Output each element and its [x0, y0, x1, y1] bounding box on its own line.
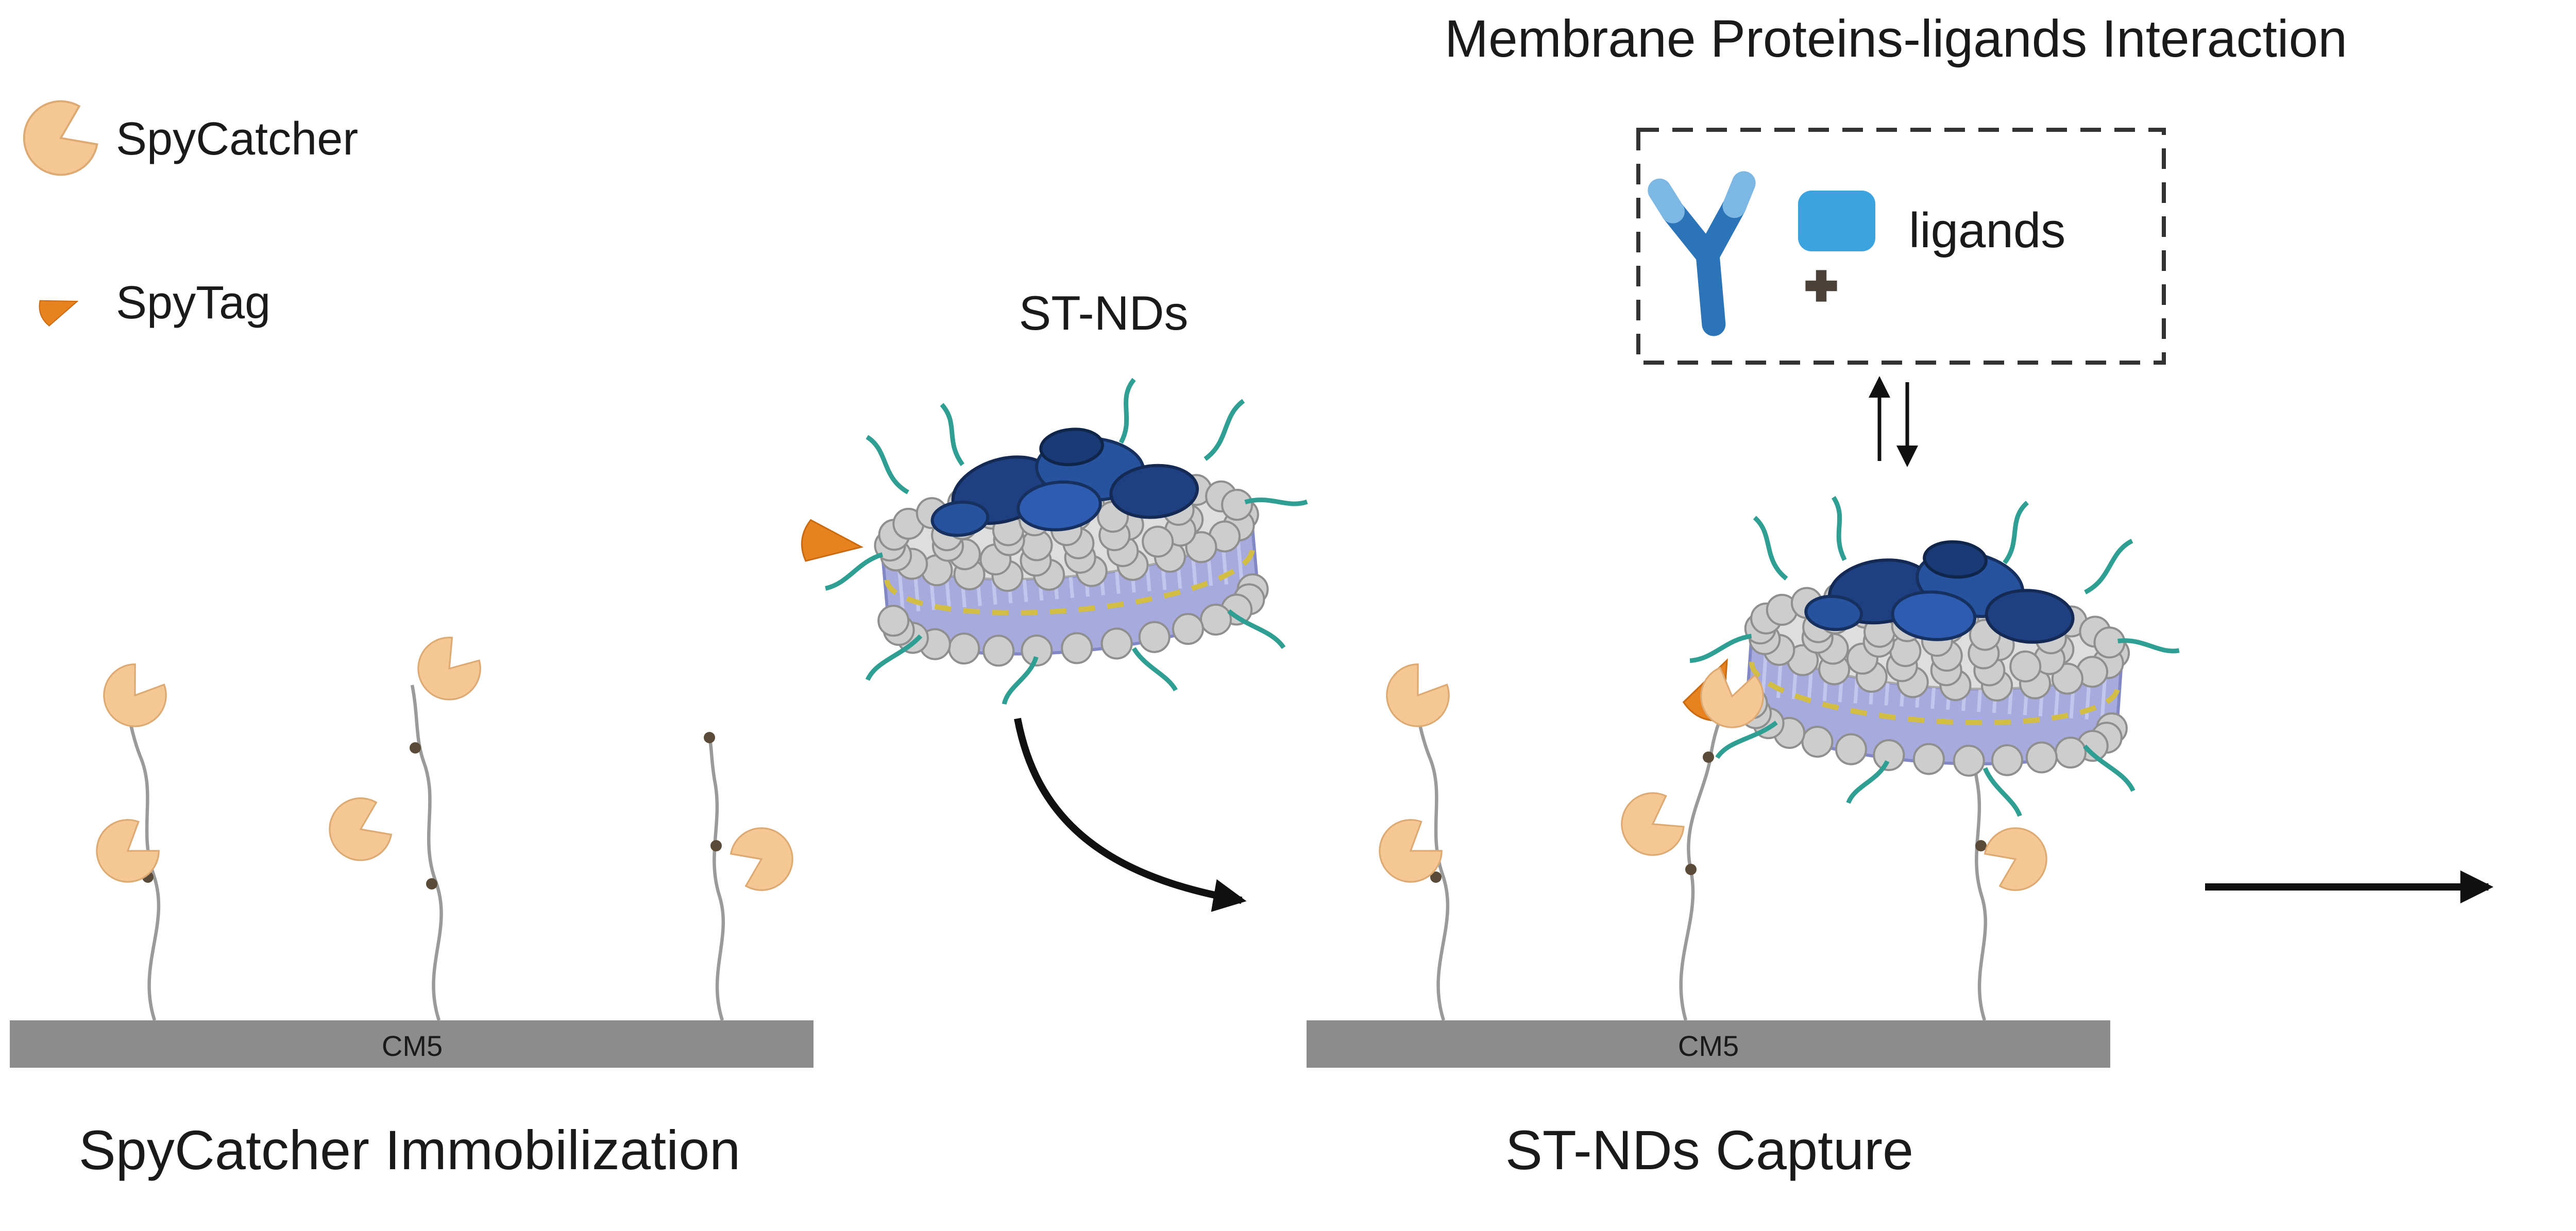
spycatcher-molecule [404, 628, 490, 713]
ligand-box: ligands [1636, 128, 2166, 365]
figure-title: Membrane Proteins-ligands Interaction [1445, 9, 2347, 68]
ligands-label: ligands [1909, 203, 2065, 258]
spycatcher-molecule [724, 817, 804, 899]
nanodisc-1 [825, 378, 1308, 705]
nanodisc-2 [1689, 495, 2180, 817]
cm5-label-middle: CM5 [1678, 1030, 1739, 1062]
equilibrium-arrows-icon [1869, 376, 1918, 467]
middle-caption: ST-NDs Capture [1505, 1119, 1913, 1181]
ligand-square-icon [1798, 191, 1875, 251]
ligand-cross-icon [1805, 270, 1837, 302]
spytag-on-nanodisc-1 [799, 518, 865, 569]
spycatcher-molecule [1609, 783, 1691, 867]
spycatcher-molecule [91, 656, 176, 740]
middle-panel: CM5 ST-NDs Capture [1307, 495, 2180, 1181]
left-panel: CM5 SpyCatcher Immobilization [10, 628, 814, 1181]
cm5-chip-left [10, 1020, 814, 1068]
legend: SpyCatcher SpyTag [11, 91, 358, 329]
antibody-icon [1648, 171, 1756, 336]
spycatcher-molecule [318, 789, 398, 871]
capture-arrow [1014, 717, 1247, 912]
spytag-legend-label: SpyTag [116, 277, 270, 329]
left-caption: SpyCatcher Immobilization [79, 1119, 741, 1181]
spycatcher-legend-label: SpyCatcher [116, 113, 358, 165]
linker-dots-left [121, 701, 722, 890]
polymer-chains-left [124, 685, 725, 1021]
st-nds-label: ST-NDs [1019, 286, 1189, 340]
spycatcher-molecule [1978, 817, 2058, 899]
ligand-box-border [1636, 128, 2166, 365]
cm5-chip-middle [1307, 1020, 2110, 1068]
cm5-label-left: CM5 [382, 1030, 443, 1062]
spycatcher-molecule [1374, 656, 1459, 740]
spycatcher-legend-icon [11, 91, 105, 188]
spytag-legend-icon [36, 288, 82, 328]
